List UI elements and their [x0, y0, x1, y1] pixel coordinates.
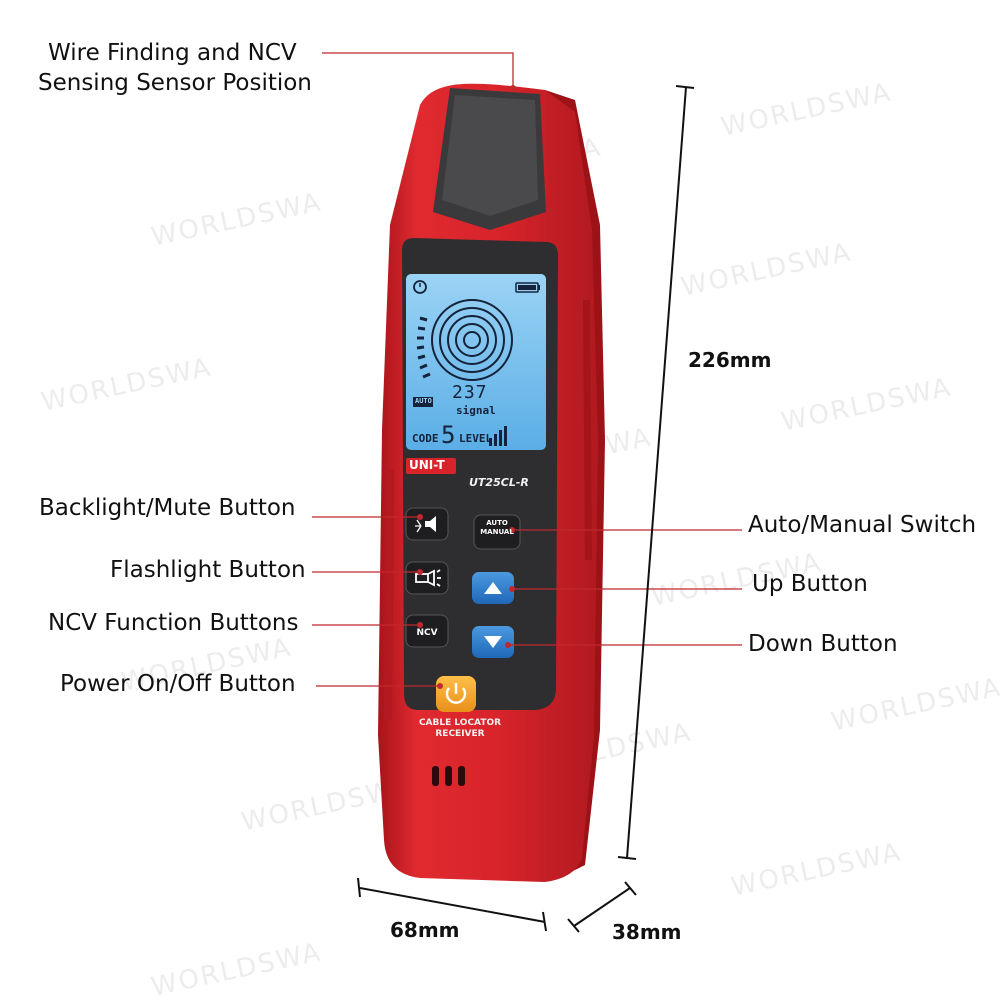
down-arrow-icon	[484, 636, 502, 648]
model-number: UT25CL-R	[469, 476, 529, 489]
callout-up: Up Button	[752, 571, 868, 597]
auto-manual-button[interactable]	[473, 514, 521, 550]
height-dimension: 226mm	[688, 348, 772, 372]
width-dimension: 68mm	[390, 918, 460, 942]
signal-unit: signal	[456, 404, 496, 417]
dimension-lines	[357, 85, 695, 933]
code-value: 5	[441, 421, 456, 449]
device-footer-label: CABLE LOCATOR RECEIVER	[418, 718, 502, 739]
auto-mode-badge: AUTO	[415, 397, 432, 405]
ncv-button-label: NCV	[416, 628, 438, 638]
signal-arc-segments	[416, 316, 431, 379]
signal-target-icon	[431, 299, 513, 381]
leader-lines	[312, 52, 742, 687]
power-icon	[445, 683, 467, 704]
code-label: CODE	[412, 432, 439, 445]
callout-backlight-mute: Backlight/Mute Button	[39, 495, 296, 521]
ncv-button[interactable]	[405, 614, 449, 648]
level-bars	[489, 426, 507, 446]
callout-sensor-position: Wire Finding and NCV Sensing Sensor Posi…	[38, 40, 312, 96]
level-label: LEVEL	[459, 432, 493, 445]
depth-dimension: 38mm	[612, 920, 682, 944]
brand-logo: UNI-T	[409, 458, 445, 472]
signal-reading: 237	[452, 382, 488, 403]
lcd-screen	[406, 274, 546, 450]
speaker-vents	[432, 766, 465, 786]
callout-flashlight: Flashlight Button	[110, 557, 306, 583]
battery-icon	[515, 282, 540, 293]
auto-manual-button-label: AUTO MANUAL	[480, 519, 514, 536]
callout-ncv: NCV Function Buttons	[48, 610, 299, 636]
timer-icon	[413, 280, 427, 294]
brand-badge	[406, 458, 456, 474]
callout-auto-manual: Auto/Manual Switch	[748, 512, 977, 538]
up-arrow-icon	[484, 582, 502, 594]
callout-power: Power On/Off Button	[60, 671, 296, 697]
callout-down: Down Button	[748, 631, 898, 657]
flashlight-button[interactable]	[405, 561, 449, 595]
auto-badge	[413, 397, 433, 407]
speaker-icon	[415, 516, 436, 533]
